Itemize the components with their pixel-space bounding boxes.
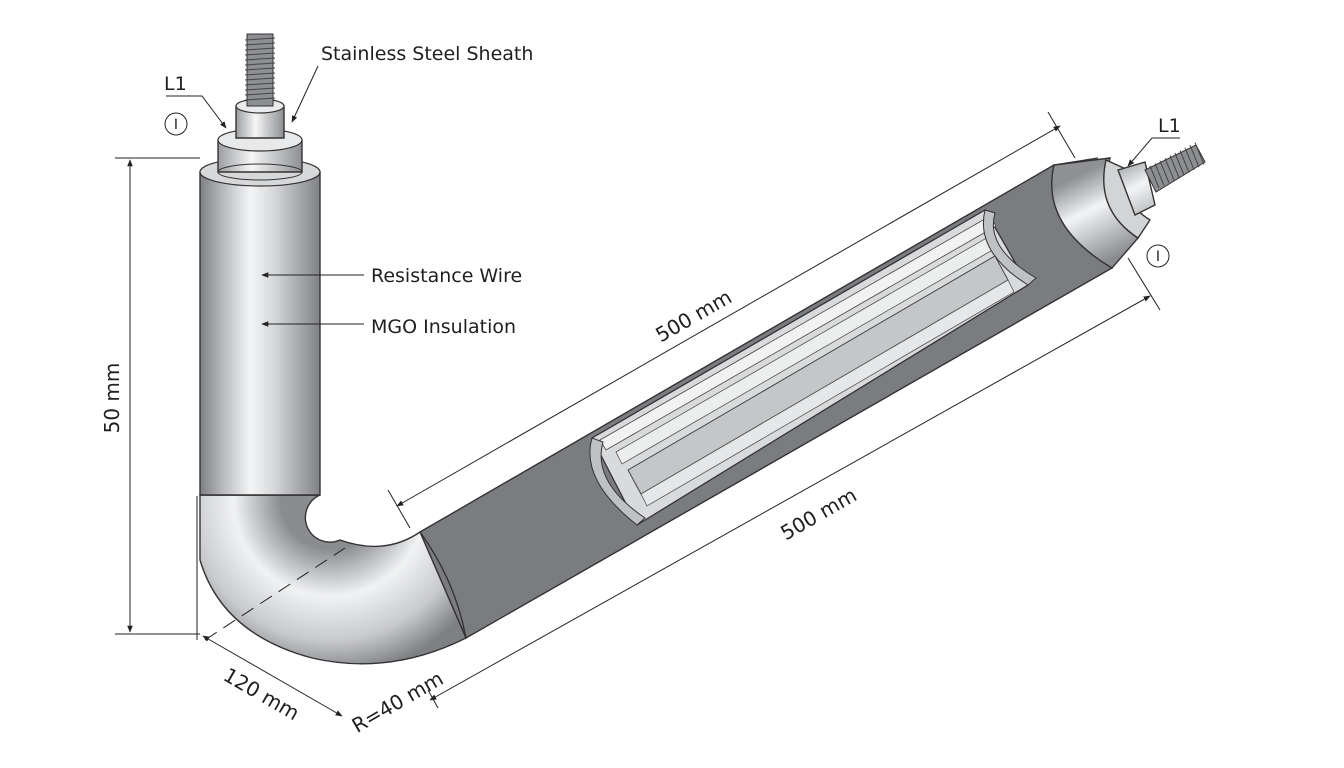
svg-text:I: I [1156,249,1160,265]
top-fitting [217,98,303,181]
dimension-length-bottom [427,257,1161,709]
marker-right: I [1146,244,1170,268]
length-bottom-label: 500 mm [776,483,860,545]
right-end-cap [1051,157,1156,269]
marker-left: I [164,112,188,136]
cutaway-section [589,209,1037,526]
base-dimension-label: 120 mm [219,663,303,726]
leader-lines [166,65,1180,327]
insulation-label: MGO Insulation [371,316,516,338]
svg-text:I: I [174,117,178,133]
vertical-dimension-label: 50 mm [100,363,124,434]
terminal-label-right: L1 [1158,115,1181,137]
terminal-label-left: L1 [164,73,187,95]
wire-label: Resistance Wire [371,265,522,287]
length-top-label: 500 mm [651,285,735,347]
elbow-bend [199,494,467,665]
top-threaded-stud [244,33,276,107]
vertical-sheath [199,157,321,496]
dimension-vertical [115,157,200,635]
dimension-base [196,496,346,717]
right-threaded-stud [1144,142,1206,193]
radius-label: R=40 mm [348,666,448,738]
sheath-label: Stainless Steel Sheath [321,43,533,65]
